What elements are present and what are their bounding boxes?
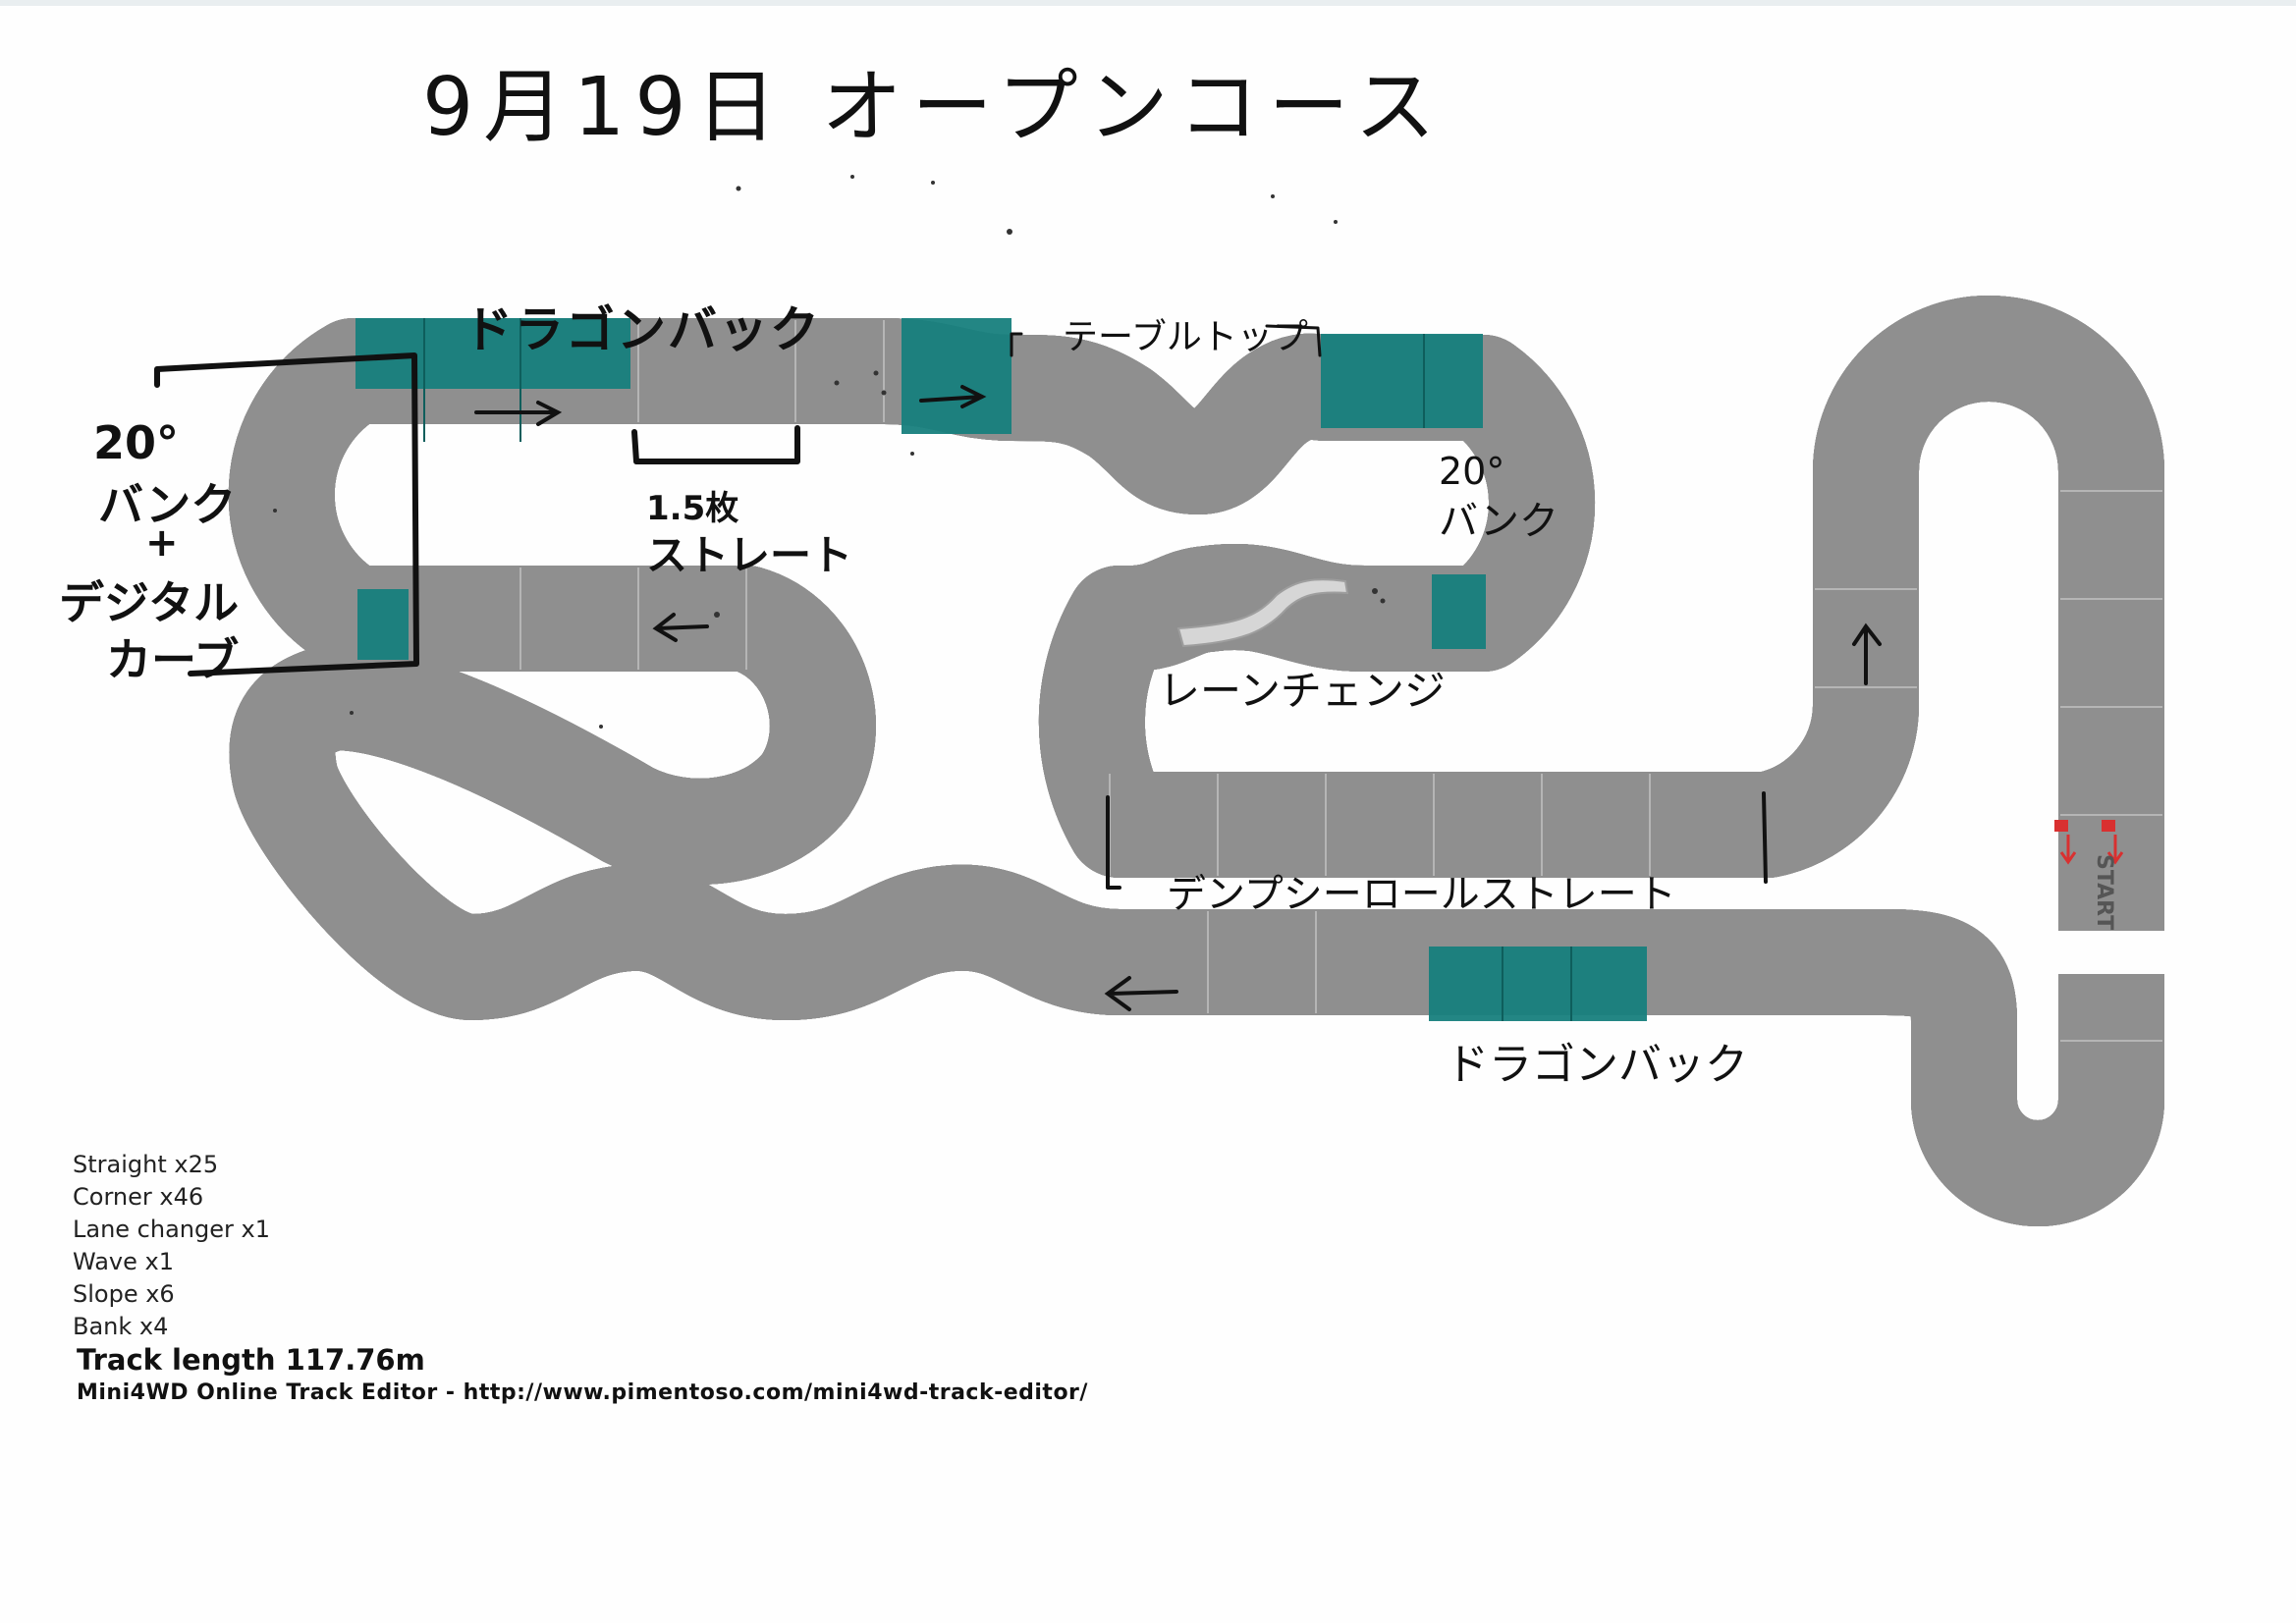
bank20-right-angle: 20° bbox=[1439, 450, 1505, 493]
parts-item-bank: Bank x4 bbox=[73, 1313, 169, 1340]
left-bank-text: バンク bbox=[98, 478, 237, 531]
track-surface bbox=[282, 349, 2164, 1173]
editor-credit: Mini4WD Online Track Editor - http://www… bbox=[77, 1380, 1088, 1405]
slope-piece bbox=[1429, 947, 1647, 1021]
start-markers bbox=[2054, 820, 2124, 865]
slope-piece bbox=[1321, 334, 1483, 428]
parts-item-corner: Corner x46 bbox=[73, 1183, 204, 1211]
parts-item-slope: Slope x6 bbox=[73, 1280, 175, 1308]
start-label-wrap: START bbox=[2092, 854, 2116, 930]
left-bank-angle: 20° bbox=[93, 416, 180, 469]
arrow-icon bbox=[919, 385, 987, 408]
bank20-right-text: バンク bbox=[1439, 499, 1558, 544]
straight-15-bracket bbox=[631, 425, 800, 464]
left-digital: デジタル bbox=[59, 576, 240, 629]
left-bank-bracket bbox=[154, 352, 419, 676]
left-curve: カーブ bbox=[106, 633, 240, 686]
hand-brackets bbox=[154, 324, 1768, 890]
dempsey-bracket bbox=[1106, 791, 1768, 890]
tabletop-bracket bbox=[1010, 324, 1322, 357]
parts-item-straight: Straight x25 bbox=[73, 1151, 219, 1178]
slope-dividers bbox=[423, 318, 1572, 1021]
segment-ticks bbox=[519, 320, 2162, 1042]
arrow-icon bbox=[1852, 622, 1882, 685]
arrow-icon bbox=[1104, 976, 1178, 1011]
parts-list: Straight x25 Corner x46 Lane changer x1 … bbox=[73, 1149, 270, 1343]
dragon-back-label-bottom: ドラゴンバック bbox=[1446, 1040, 1748, 1090]
start-gap bbox=[2052, 931, 2170, 974]
dragon-back-label-top: ドラゴンバック bbox=[464, 301, 821, 358]
slope-piece bbox=[1432, 574, 1486, 649]
arrow-icon bbox=[474, 385, 1882, 1011]
dempsey-roll-straight-label: デンプシーロールストレート bbox=[1167, 872, 1676, 917]
arrow-icon bbox=[652, 613, 709, 642]
slope-pieces bbox=[355, 318, 1647, 1021]
straight-15-label-text: ストレート bbox=[646, 531, 853, 579]
start-label: START bbox=[2092, 854, 2116, 930]
parts-item-lane-changer: Lane changer x1 bbox=[73, 1216, 270, 1243]
slope-piece bbox=[902, 318, 1011, 434]
straight-15-label-count: 1.5枚 bbox=[646, 489, 739, 528]
table-top-label: テーブルトップ bbox=[1063, 317, 1308, 357]
parts-item-wave: Wave x1 bbox=[73, 1248, 174, 1275]
scan-specks bbox=[273, 175, 1386, 729]
left-plus: + bbox=[145, 520, 179, 566]
lane-change-icon bbox=[1176, 578, 1349, 648]
lane-change-label: レーンチェンジ bbox=[1159, 667, 1446, 715]
arrow-icon bbox=[474, 401, 563, 426]
page-title: 9月19日 オープンコース bbox=[422, 61, 1446, 154]
track-length: Track length 117.76m bbox=[77, 1343, 425, 1377]
slope-piece bbox=[357, 589, 409, 660]
scan-edge bbox=[0, 0, 2296, 6]
